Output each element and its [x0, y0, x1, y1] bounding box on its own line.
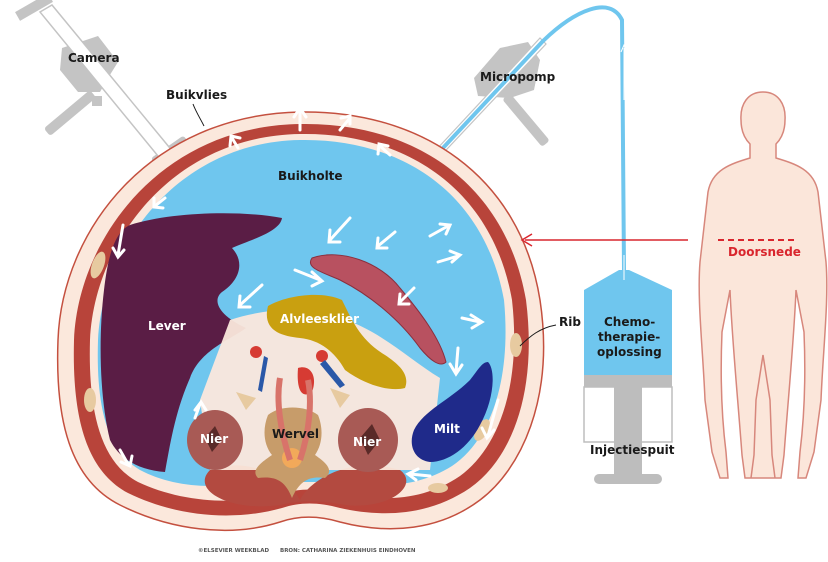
label-chemo-2: therapie-: [598, 330, 660, 344]
label-micropomp: Micropomp: [480, 70, 556, 84]
credit-source: BRON: CATHARINA ZIEKENHUIS EINDHOVEN: [280, 548, 416, 554]
rib-pointer: [519, 324, 557, 347]
label-injectiespuit: Injectiespuit: [590, 443, 675, 457]
label-chemo-1: Chemo-: [604, 315, 655, 329]
credit-copyright: ©ELSEVIER WEEKBLAD: [198, 548, 269, 554]
colon: [309, 254, 447, 365]
label-rib: Rib: [559, 315, 581, 329]
spleen: [411, 362, 493, 462]
cut-arrow: [520, 233, 688, 247]
label-chemo-3: oplossing: [597, 345, 662, 359]
buikvlies-pointer: [192, 103, 205, 127]
human-figure: [698, 91, 828, 479]
label-doorsnede: Doorsnede: [728, 245, 801, 259]
label-lever: Lever: [148, 319, 186, 333]
label-buikvlies: Buikvlies: [166, 88, 227, 102]
label-nier-left: Nier: [200, 432, 228, 446]
pancreas: [266, 294, 407, 390]
syringe: [583, 255, 673, 484]
label-camera: Camera: [68, 51, 120, 65]
label-milt: Milt: [434, 422, 460, 436]
label-alvleesklier: Alvleesklier: [280, 312, 359, 326]
label-nier-right: Nier: [353, 435, 381, 449]
flow-arrows: [111, 105, 500, 482]
label-buikholte: Buikholte: [278, 169, 343, 183]
label-wervel: Wervel: [272, 427, 319, 441]
liver: [100, 213, 282, 472]
